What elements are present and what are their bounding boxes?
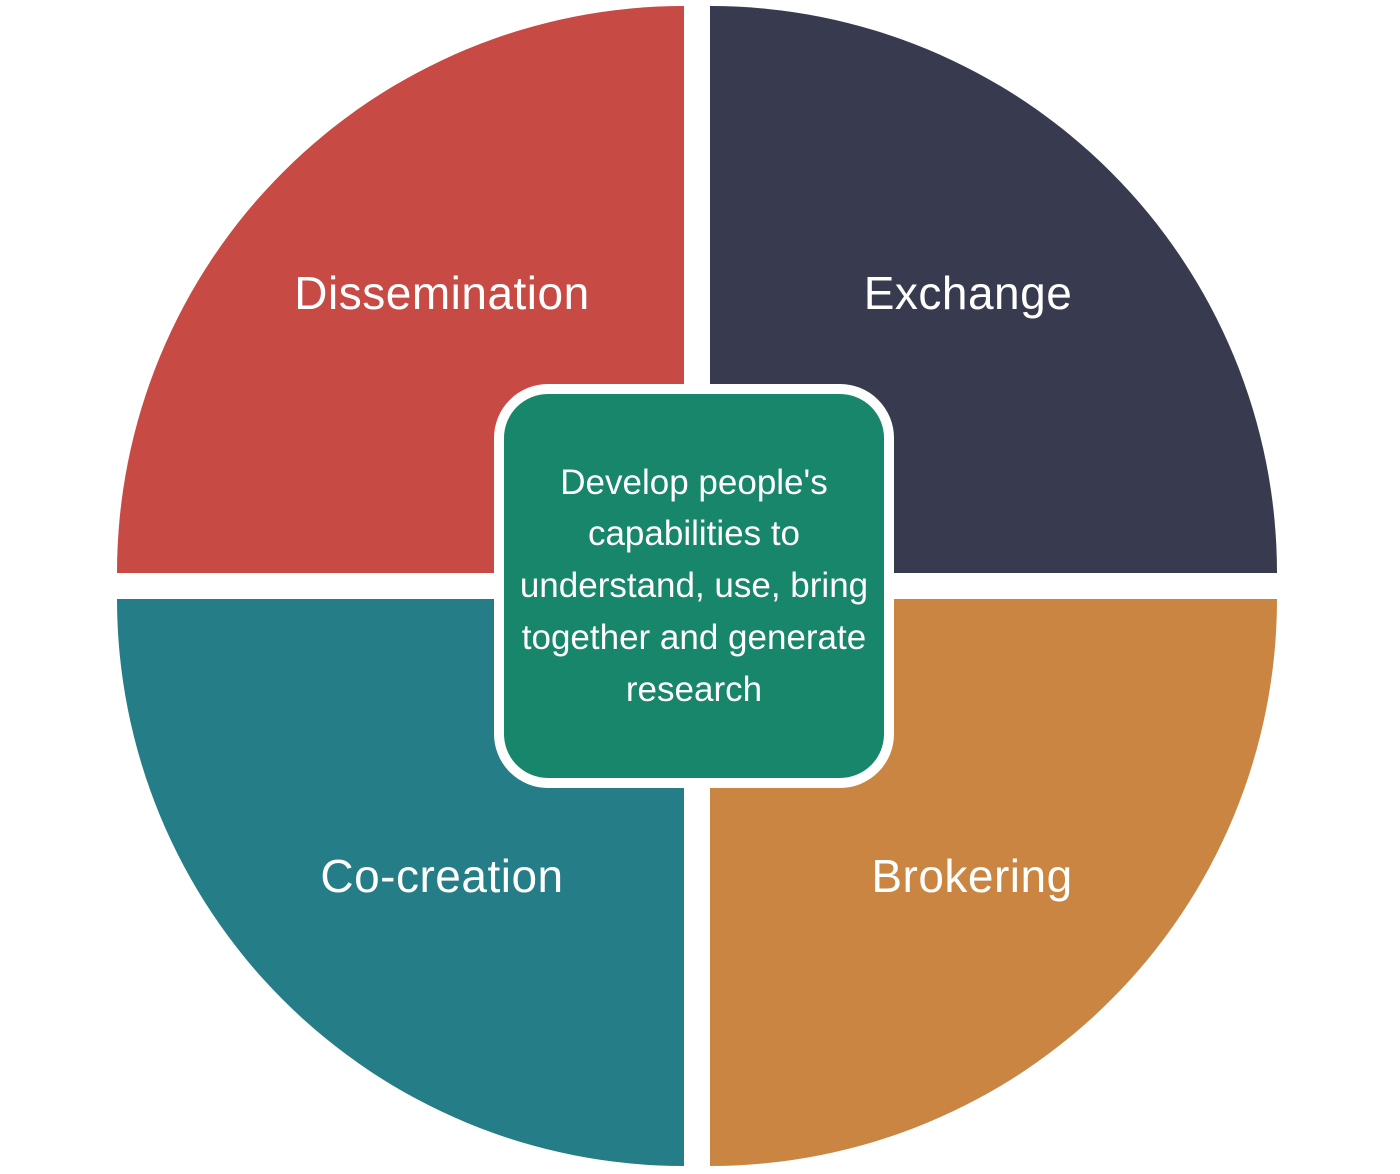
label-exchange: Exchange [863, 267, 1073, 319]
label-brokering: Brokering [871, 850, 1073, 902]
center-card-text: Develop people's capabilities to underst… [519, 462, 869, 709]
quadrant-circle: Dissemination Exchange Co-creation Broke… [117, 6, 1277, 1166]
label-co-creation: Co-creation [320, 850, 564, 902]
center-card: Develop people's capabilities to underst… [494, 384, 894, 788]
label-dissemination: Dissemination [294, 267, 590, 319]
